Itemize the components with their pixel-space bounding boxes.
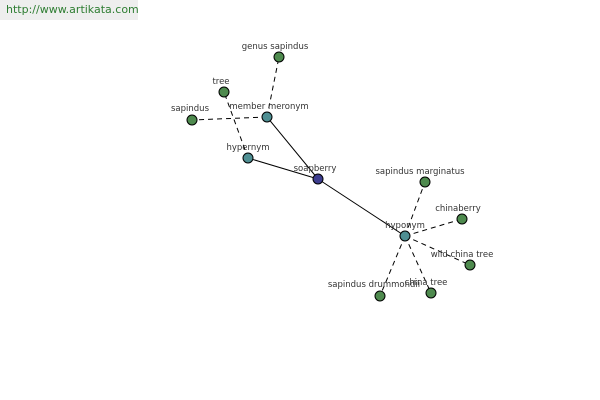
node-hypernym-dot[interactable]: [242, 152, 254, 164]
node-sapindus-marginatus-dot[interactable]: [419, 176, 431, 188]
node-soapberry-dot[interactable]: [312, 173, 324, 185]
node-tree-label[interactable]: tree: [212, 77, 229, 87]
node-genus-sapindus-label[interactable]: genus sapindus: [242, 42, 309, 52]
node-sapindus-drummondii-dot[interactable]: [374, 290, 386, 302]
edge-member-meronym-to-genus-sapindus: [266, 56, 280, 118]
edge-soapberry-to-hypernym: [247, 157, 319, 180]
node-sapindus-drummondii[interactable]: sapindus drummondii: [328, 280, 420, 302]
node-chinaberry[interactable]: chinaberry: [435, 204, 481, 225]
node-member-meronym-dot[interactable]: [261, 111, 273, 123]
node-sapindus-marginatus-label[interactable]: sapindus marginatus: [375, 167, 465, 177]
node-soapberry-label[interactable]: soapberry: [294, 164, 337, 174]
node-sapindus[interactable]: sapindus: [171, 104, 210, 126]
node-chinaberry-label[interactable]: chinaberry: [435, 204, 481, 214]
node-hyponym[interactable]: hyponym: [385, 221, 425, 242]
edge-member-meronym-to-sapindus: [191, 116, 268, 121]
node-soapberry[interactable]: soapberry: [294, 164, 337, 185]
edge-hyponym-to-china-tree: [404, 235, 432, 294]
node-china-tree[interactable]: china tree: [405, 278, 448, 299]
nodes-layer: soapberry hypernym member meronym hyponym ge…: [171, 42, 494, 302]
node-hyponym-label[interactable]: hyponym: [385, 221, 425, 231]
node-sapindus-drummondii-label[interactable]: sapindus drummondii: [328, 280, 420, 290]
node-wild-china-tree[interactable]: wild china tree: [431, 250, 494, 271]
node-sapindus-dot[interactable]: [186, 114, 198, 126]
edge-soapberry-to-member-meronym: [266, 116, 319, 180]
edge-hyponym-to-sapindus-drummondii: [379, 235, 406, 297]
source-url-link[interactable]: http://www.artikata.com: [0, 0, 139, 20]
edge-soapberry-to-hyponym: [317, 178, 406, 237]
edge-hyponym-to-wild-china-tree: [404, 235, 471, 266]
node-wild-china-tree-dot[interactable]: [464, 259, 476, 271]
node-member-meronym-label[interactable]: member meronym: [229, 102, 308, 112]
node-wild-china-tree-label[interactable]: wild china tree: [431, 250, 494, 260]
node-hypernym[interactable]: hypernym: [226, 143, 270, 164]
node-sapindus-marginatus[interactable]: sapindus marginatus: [375, 167, 465, 188]
edge-hyponym-to-chinaberry: [404, 218, 463, 237]
node-tree-dot[interactable]: [218, 86, 230, 98]
node-member-meronym[interactable]: member meronym: [229, 102, 309, 123]
node-hyponym-dot[interactable]: [399, 230, 411, 242]
node-sapindus-label[interactable]: sapindus: [171, 104, 210, 114]
edge-hyponym-to-sapindus-marginatus: [404, 181, 426, 237]
node-tree[interactable]: tree: [212, 77, 230, 98]
node-china-tree-label[interactable]: china tree: [405, 278, 448, 288]
node-hypernym-label[interactable]: hypernym: [226, 143, 269, 153]
edge-hypernym-to-tree: [223, 91, 249, 159]
edges-layer: [191, 56, 471, 297]
node-genus-sapindus-dot[interactable]: [273, 51, 285, 63]
node-chinaberry-dot[interactable]: [456, 213, 468, 225]
node-genus-sapindus[interactable]: genus sapindus: [242, 42, 309, 63]
node-china-tree-dot[interactable]: [425, 287, 437, 299]
